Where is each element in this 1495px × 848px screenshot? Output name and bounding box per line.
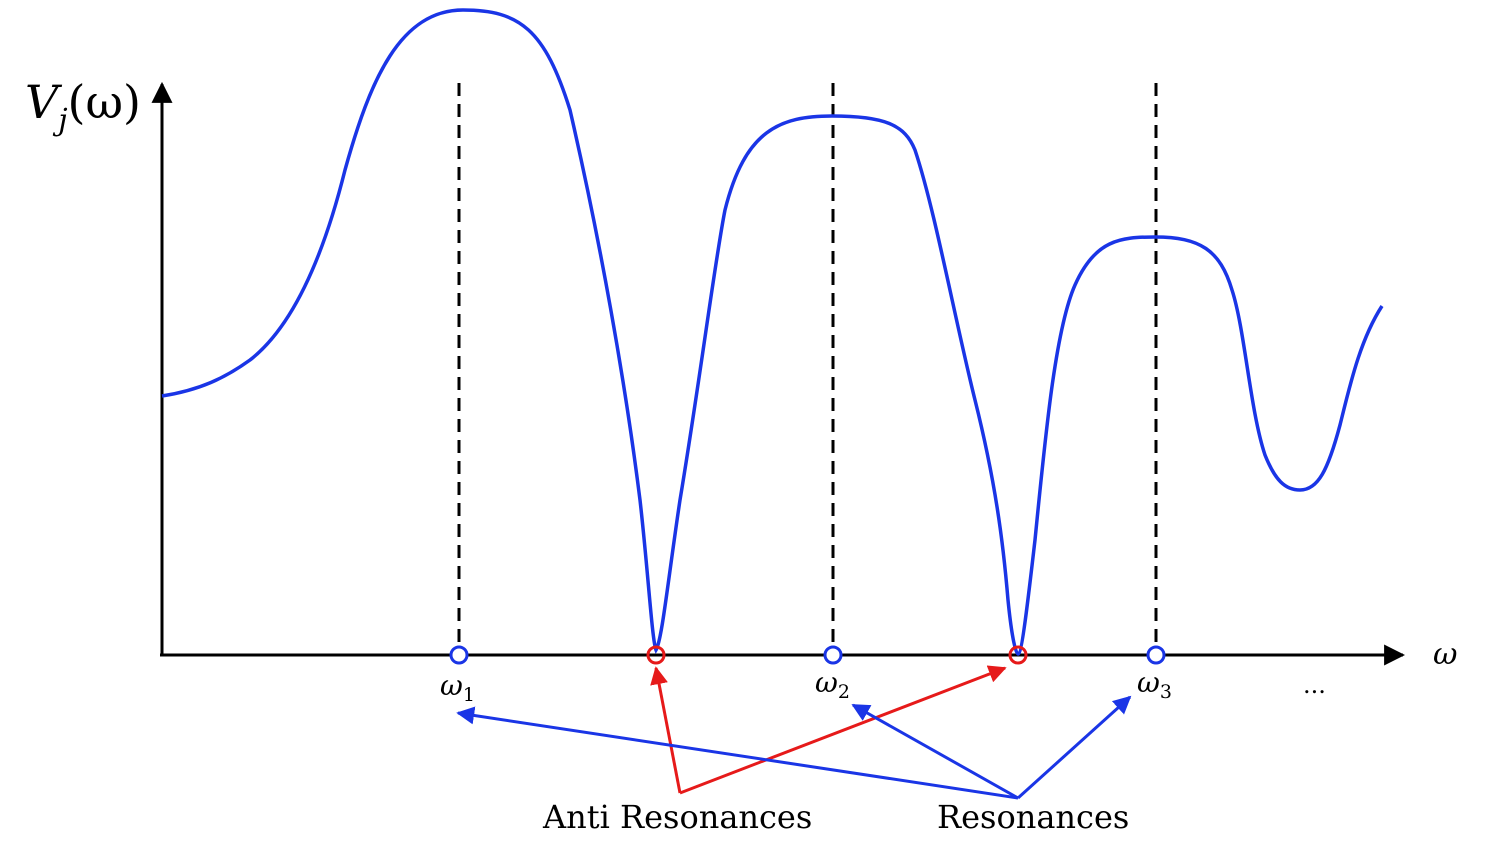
resonance-arrow-3: [1016, 695, 1132, 800]
resonance-marker-3: [1146, 645, 1166, 665]
tick-label-omega-1: ω1: [440, 669, 475, 706]
anti-resonance-marker-2: [1008, 645, 1028, 665]
resonance-arrow-1: [456, 706, 1019, 800]
response-curve: [161, 8, 1384, 656]
anti-resonance-arrow-1: [650, 666, 682, 794]
anti-resonances-label: Anti Resonances: [542, 798, 812, 836]
x-axis-label: ω: [1433, 637, 1457, 672]
resonance-marker-1: [449, 645, 469, 665]
tick-label-omega-2: ω2: [815, 666, 850, 703]
tick-label-omega-3: ω3: [1137, 666, 1172, 703]
ellipsis-label: ...: [1303, 671, 1326, 699]
resonance-arrow-2: [851, 703, 1019, 800]
resonances-label: Resonances: [937, 798, 1129, 836]
anti-resonance-marker-1: [646, 645, 666, 665]
resonance-marker-2: [823, 645, 843, 665]
y-axis-label: Vj(ω): [25, 75, 141, 138]
anti-resonance-arrow-2: [679, 665, 1007, 795]
